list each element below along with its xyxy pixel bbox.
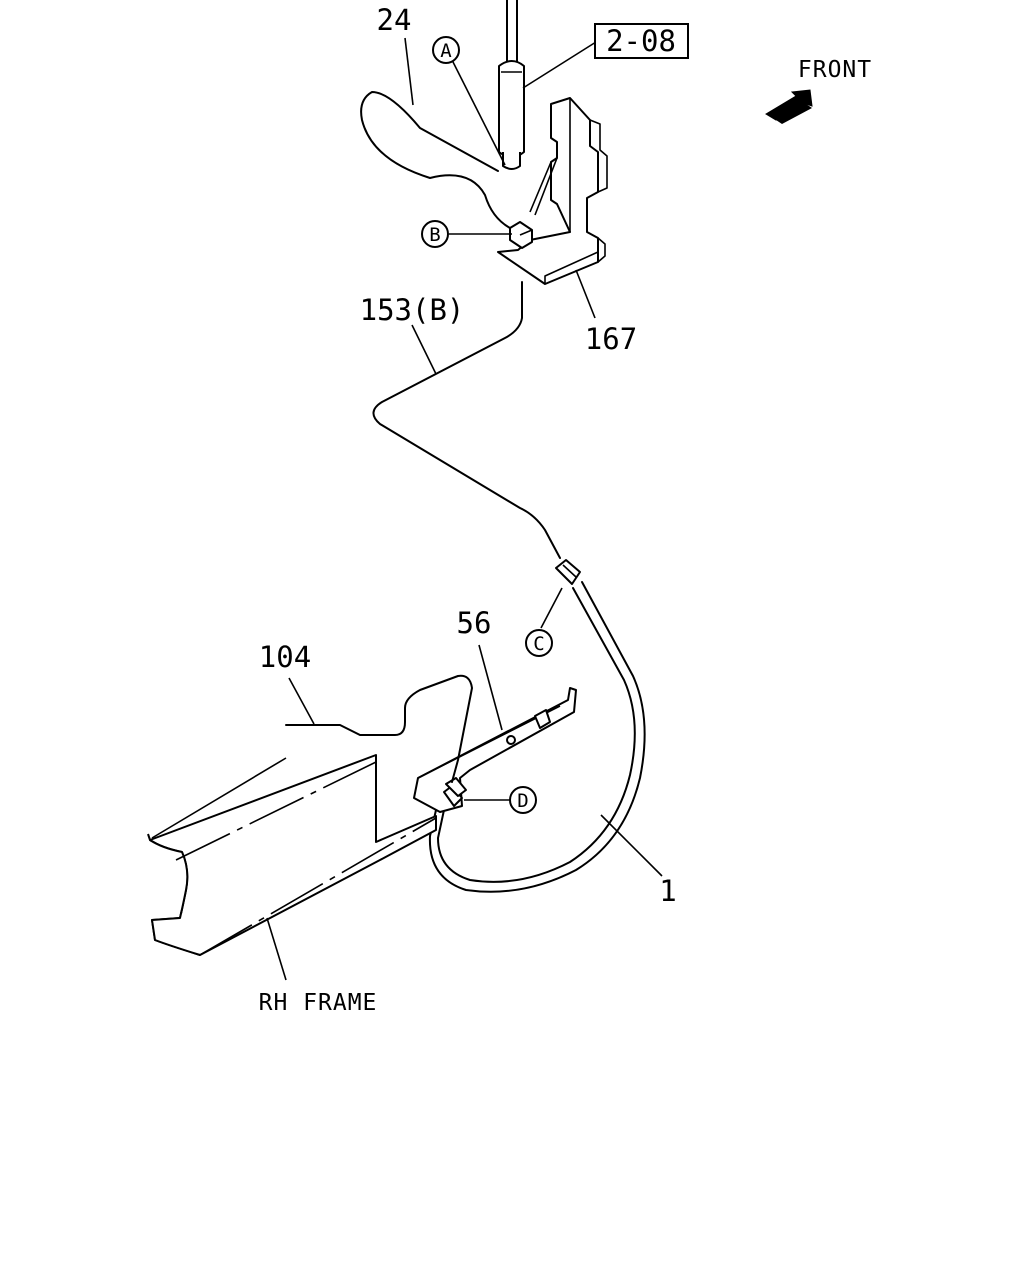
point-d-label: D (517, 790, 528, 812)
pipe-1-outer (437, 587, 636, 883)
mount-plate-24 (360, 91, 511, 229)
label-24: 24 (377, 3, 412, 37)
point-c: C (525, 629, 553, 657)
bracket-167 (497, 97, 608, 285)
label-153b: 153(B) (360, 293, 465, 327)
pipe-104 (285, 674, 473, 783)
label-56: 56 (457, 606, 492, 640)
pipe-153b (372, 281, 561, 559)
pipe-1-inner (428, 581, 646, 893)
label-front: FRONT (798, 57, 872, 83)
point-c-label: C (533, 633, 544, 655)
union-c (555, 559, 581, 585)
label-104: 104 (259, 640, 311, 674)
rh-frame (147, 754, 437, 956)
point-d: D (509, 786, 537, 814)
ref-box[interactable]: 2-08 (594, 23, 689, 59)
point-a-label: A (440, 40, 452, 62)
point-a: A (432, 36, 460, 64)
front-arrow-icon (765, 89, 813, 124)
leader-lines (266, 37, 663, 981)
point-b-label: B (429, 224, 440, 246)
point-b: B (421, 220, 449, 248)
label-rh-frame: RH FRAME (259, 990, 378, 1016)
upper-cylinder (498, 0, 525, 170)
label-1: 1 (659, 874, 676, 908)
ref-box-label: 2-08 (606, 24, 676, 58)
label-167: 167 (585, 322, 637, 356)
fitting-b (509, 221, 533, 249)
